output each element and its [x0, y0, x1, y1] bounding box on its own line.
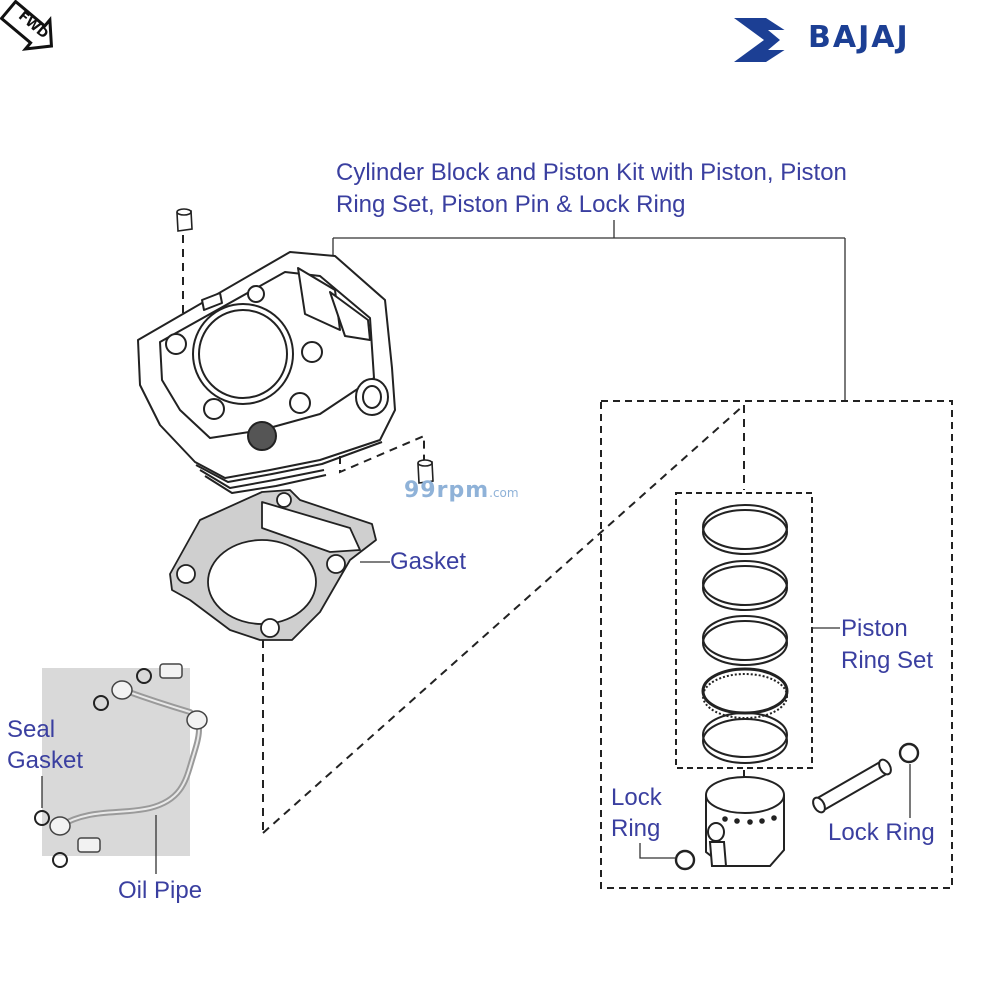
bajaj-logo-icon	[734, 18, 802, 62]
lock-ring-left-label-line1: Lock	[611, 784, 662, 811]
lock-ring-left-label-line2: Ring	[611, 815, 661, 842]
cylinder-block	[137, 251, 396, 494]
brand-name: BAJAJ	[808, 20, 910, 55]
watermark-main: 99rpm	[404, 478, 490, 503]
lock-ring-parts	[674, 742, 920, 871]
piston-ring-set-label-line1: Piston	[841, 615, 908, 642]
seal-gasket-label-line2: Gasket	[7, 747, 84, 774]
kit-leader-line	[332, 220, 846, 400]
gasket-label: Gasket	[390, 548, 467, 575]
piston-pin-part	[812, 758, 892, 814]
watermark-suffix: .com	[489, 486, 519, 500]
gasket-part	[169, 489, 377, 641]
seal-gasket-label-line1: Seal	[7, 716, 56, 743]
lock-ring-right-label: Lock Ring	[828, 819, 935, 846]
kit-dashed-box	[600, 400, 953, 889]
fwd-arrow-icon	[0, 0, 54, 51]
kit-label-line1: Cylinder Block and Piston Kit with Pisto…	[336, 159, 847, 186]
oil-pipe-label: Oil Pipe	[118, 877, 203, 904]
watermark: 99rpm.com	[404, 478, 519, 503]
dowel-pin-top	[176, 208, 193, 232]
kit-label-line2: Ring Set, Piston Pin & Lock Ring	[336, 191, 686, 218]
dowel-pin-right	[417, 459, 434, 484]
piston-ring-set-label-line2: Ring Set	[841, 647, 934, 674]
oil-pipe-photo	[34, 663, 208, 868]
piston-part	[705, 776, 785, 867]
lock-ring-leaders	[639, 764, 911, 859]
piston-ring-set	[701, 504, 789, 764]
oil-pipe-leaders	[41, 776, 157, 874]
ring-set-dashed-box	[675, 492, 813, 769]
